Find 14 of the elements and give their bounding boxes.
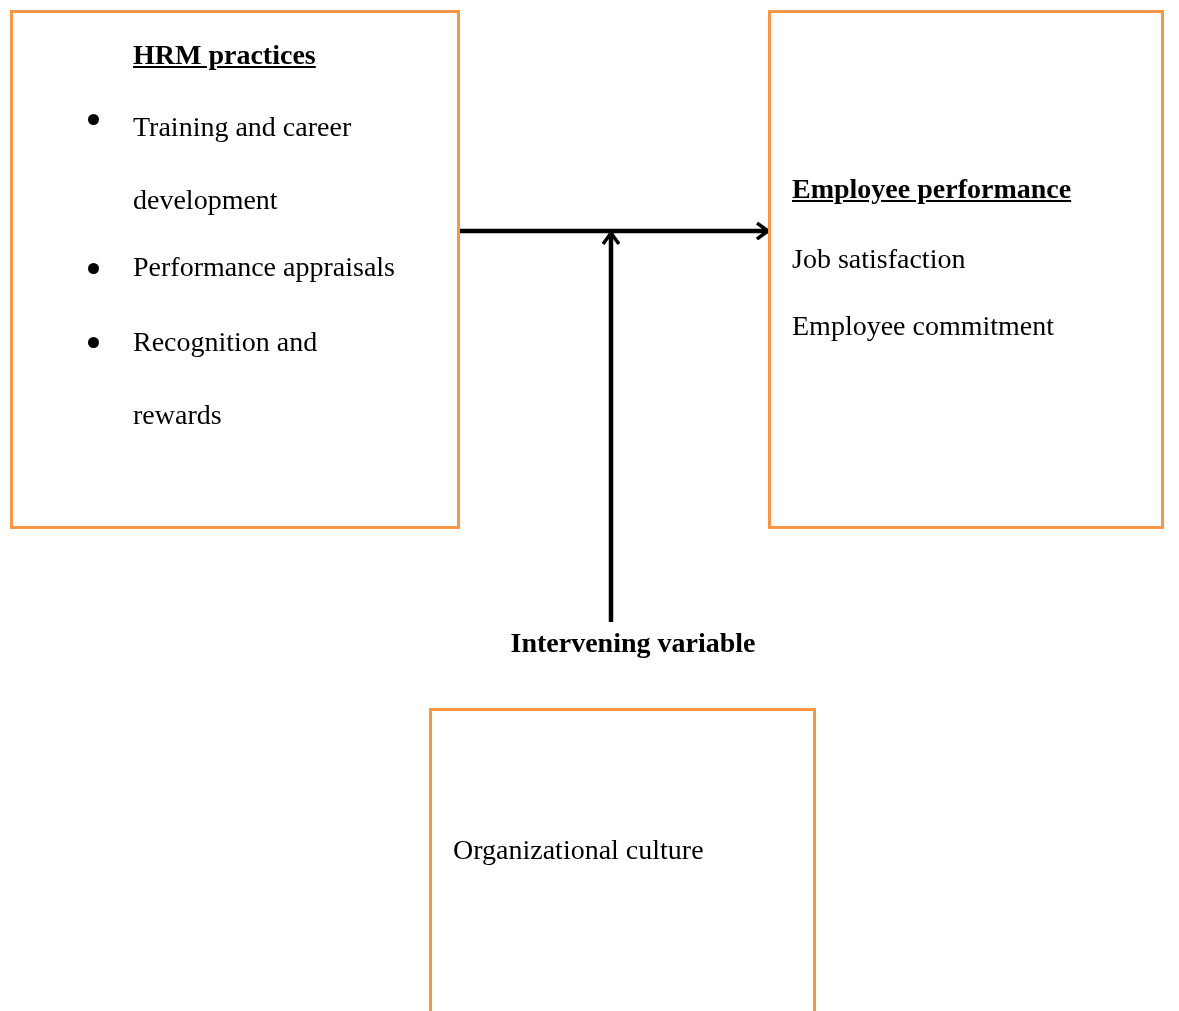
heading: Employee performance: [792, 172, 1072, 206]
text-box: [768, 10, 1164, 529]
heading: HRM practices: [133, 38, 316, 72]
arrow: [601, 231, 621, 622]
text: Job satisfaction: [792, 242, 966, 276]
heading: Intervening variable: [509, 626, 757, 660]
text: Organizational culture: [453, 833, 704, 867]
list-item: Training and career development: [133, 110, 353, 217]
list-item: Recognition and rewards: [133, 325, 319, 432]
text-box: [10, 10, 460, 529]
text-box: [429, 708, 816, 1011]
text: Employee commitment: [792, 309, 1055, 343]
list-item: Performance appraisals: [133, 250, 395, 284]
arrow: [460, 221, 770, 241]
